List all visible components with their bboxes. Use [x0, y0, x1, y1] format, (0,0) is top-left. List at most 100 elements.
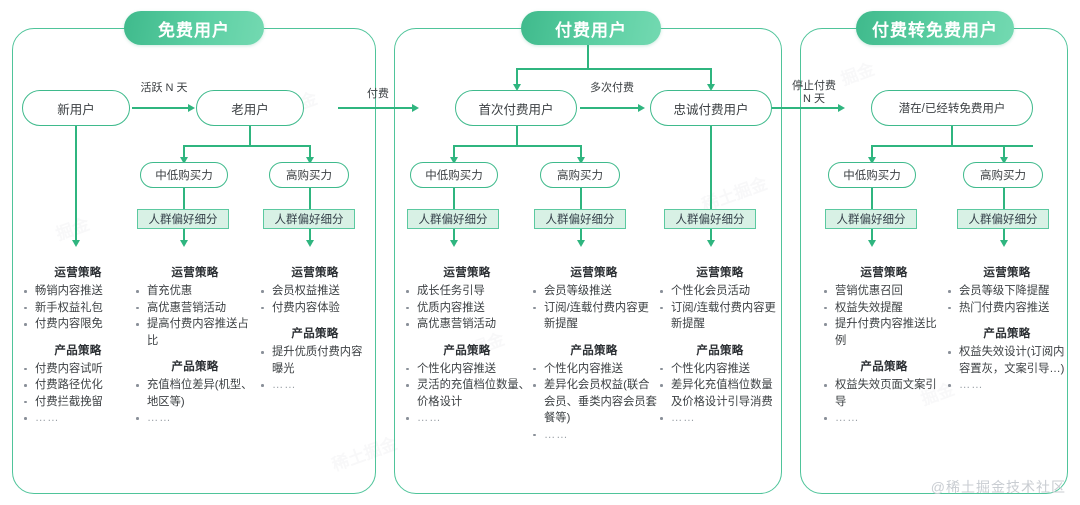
list-item: ……: [22, 410, 134, 427]
node-free-high-power[interactable]: 高购买力: [269, 162, 349, 188]
node-new-user[interactable]: 新用户: [22, 90, 130, 126]
list-item: 权益失效页面文案引导: [822, 377, 946, 410]
connector-paid-midlow-to-tag: [453, 188, 455, 209]
arrow-loyal-tag-down: [706, 240, 715, 247]
connector-old-to-midlow: [183, 145, 185, 159]
connector-churn-high-to-tag: [1003, 188, 1005, 209]
list-item: ……: [531, 427, 657, 444]
connector-paid-midlow-tag-down: [453, 229, 455, 242]
connector-churn-to-high: [1003, 145, 1005, 159]
connector-paid-high-tag-down: [580, 229, 582, 242]
node-loyal-pay-user[interactable]: 忠诚付费用户: [650, 90, 772, 126]
strategy-heading-product: 产品策略: [860, 361, 908, 373]
list-item: 热门付费内容推送: [946, 300, 1068, 317]
tag-paid-high-segment[interactable]: 人群偏好细分: [534, 209, 626, 229]
list-item: 差异化会员权益(联合会员、垂类内容会员套餐等): [531, 377, 657, 427]
list-item: 提升优质付费内容曝光: [259, 344, 371, 377]
strategy-list-product: 个性化内容推送 差异化充值档位数量及价格设计引导消费 ……: [658, 361, 782, 427]
arrow-churn-to-midlow: [867, 157, 876, 164]
arrow-paid-to-churn: [838, 103, 845, 112]
strategy-heading-operations: 运营策略: [54, 267, 102, 279]
list-item: 付费内容体验: [259, 300, 371, 317]
arrow-free-to-paid: [412, 103, 419, 112]
node-old-user[interactable]: 老用户: [196, 90, 304, 126]
tag-churn-high-segment[interactable]: 人群偏好细分: [957, 209, 1049, 229]
strategy-list-operations: 首充优惠 高优惠营销活动 提高付费内容推送占比: [134, 283, 256, 349]
list-item: 提升付费内容推送比例: [822, 316, 946, 349]
connector-free-midlow-to-tag: [183, 188, 185, 209]
list-item: ……: [822, 410, 946, 427]
arrow-first-to-midlow: [449, 157, 458, 164]
node-churn-mid-low-power[interactable]: 中低购买力: [828, 162, 916, 188]
node-first-pay-user[interactable]: 首次付费用户: [455, 90, 577, 126]
strategy-heading-operations: 运营策略: [443, 267, 491, 279]
tag-free-midlow-segment[interactable]: 人群偏好细分: [137, 209, 229, 229]
list-item: 个性化会员活动: [658, 283, 782, 300]
connector-paid-head-to-loyal: [710, 68, 712, 86]
list-item: 权益失效提醒: [822, 300, 946, 317]
list-item: 畅销内容推送: [22, 283, 134, 300]
strategy-list-operations: 会员权益推送 付费内容体验: [259, 283, 371, 316]
panel-title-free-users: 免费用户: [124, 11, 264, 45]
list-item: 个性化内容推送: [531, 361, 657, 378]
list-item: ……: [134, 410, 256, 427]
arrow-old-to-high: [305, 157, 314, 164]
connector-old-user-stem: [249, 126, 251, 146]
strategy-free-mid-low-power: 运营策略 首充优惠 高优惠营销活动 提高付费内容推送占比 产品策略 充值档位差异…: [134, 264, 256, 427]
strategy-heading-product: 产品策略: [696, 344, 744, 357]
strategy-list-product: 权益失效页面文案引导 ……: [822, 377, 946, 427]
list-item: ……: [259, 377, 371, 394]
node-potential-churn-user[interactable]: 潜在/已经转免费用户: [871, 90, 1033, 126]
list-item: 个性化内容推送: [658, 361, 782, 378]
strategy-list-operations: 个性化会员活动 订阅/连载付费内容更新提醒: [658, 283, 782, 333]
strategy-heading-operations: 运营策略: [696, 267, 744, 279]
arrow-new-user-down: [71, 240, 80, 247]
node-paid-mid-low-power[interactable]: 中低购买力: [410, 162, 498, 188]
connector-loyal-tag-down: [710, 229, 712, 242]
strategy-list-operations: 会员等级下降提醒 热门付费内容推送: [946, 283, 1068, 316]
node-paid-high-power[interactable]: 高购买力: [540, 162, 620, 188]
list-item: 营销优惠召回: [822, 283, 946, 300]
strategy-first-pay-mid-low: 运营策略 成长任务引导 优质内容推送 高优惠营销活动 产品策略 个性化内容推送 …: [404, 264, 530, 427]
strategy-list-operations: 会员等级推送 订阅/连载付费内容更新提醒: [531, 283, 657, 333]
arrow-old-to-midlow: [179, 157, 188, 164]
connector-first-to-high: [580, 145, 582, 159]
tag-free-high-segment[interactable]: 人群偏好细分: [263, 209, 355, 229]
connector-free-high-tag-down: [309, 229, 311, 242]
arrow-churn-high-tag-down: [999, 240, 1008, 247]
site-watermark: @稀土掘金技术社区: [930, 479, 1066, 495]
arrow-first-to-loyal: [638, 103, 645, 112]
strategy-heading-product: 产品策略: [291, 328, 339, 340]
strategy-heading-operations: 运营策略: [291, 267, 339, 279]
strategy-heading-operations: 运营策略: [860, 267, 908, 279]
panel-title-paid-users: 付费用户: [521, 11, 661, 45]
list-item: 差异化充值档位数量及价格设计引导消费: [658, 377, 782, 410]
list-item: 会员等级下降提醒: [946, 283, 1068, 300]
arrow-paid-midlow-tag-down: [449, 240, 458, 247]
arrow-first-to-high: [576, 157, 585, 164]
node-free-mid-low-power[interactable]: 中低购买力: [140, 162, 228, 188]
strategy-heading-product: 产品策略: [570, 344, 618, 357]
node-churn-high-power[interactable]: 高购买力: [963, 162, 1043, 188]
connector-new-user-down: [75, 126, 77, 242]
arrow-new-to-old: [188, 103, 195, 112]
list-item: 个性化内容推送: [404, 361, 530, 378]
edge-label-multi-pay: 多次付费: [590, 82, 634, 94]
arrow-churn-to-high: [999, 157, 1008, 164]
list-item: 付费内容试听: [22, 361, 134, 378]
list-item: 付费拦截挽留: [22, 394, 134, 411]
tag-loyal-segment[interactable]: 人群偏好细分: [664, 209, 756, 229]
arrow-free-midlow-tag-down: [179, 240, 188, 247]
list-item: 会员等级推送: [531, 283, 657, 300]
list-item: 高优惠营销活动: [404, 316, 530, 333]
list-item: 付费路径优化: [22, 377, 134, 394]
connector-paid-head-stem: [587, 45, 589, 69]
edge-label-active-n-days: 活跃 N 天: [140, 82, 188, 94]
connector-free-midlow-tag-down: [183, 229, 185, 242]
connector-paid-head-to-first: [516, 68, 518, 86]
tag-paid-midlow-segment[interactable]: 人群偏好细分: [407, 209, 499, 229]
arrow-free-high-tag-down: [305, 240, 314, 247]
tag-churn-midlow-segment[interactable]: 人群偏好细分: [825, 209, 917, 229]
list-item: 成长任务引导: [404, 283, 530, 300]
